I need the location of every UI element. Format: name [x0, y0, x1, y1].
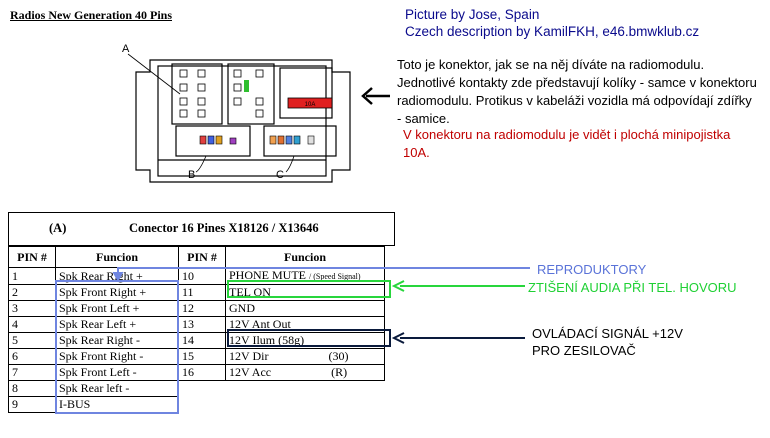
- amp-highlight-box: [227, 329, 391, 347]
- connector-diagram: 10A A B C: [122, 43, 351, 183]
- pin-cell: 16: [178, 364, 226, 381]
- label-ovladaci-line-2: PRO ZESILOVAČ: [532, 343, 636, 358]
- amp-arrow-icon: [391, 332, 405, 344]
- fn-cell: Spk Rear Right -: [55, 332, 179, 349]
- fn-cell: Spk Front Right -: [55, 348, 179, 365]
- mute-highlight-box: [227, 280, 391, 298]
- fn-cell: Spk Front Right +: [55, 284, 179, 301]
- fn-cell: 12V Dir (30): [225, 348, 385, 365]
- fuse-note: V konektoru na radiomodulu je vidět i pl…: [403, 127, 731, 160]
- label-reproduktory: REPRODUKTORY: [537, 262, 647, 277]
- table-row: 8 Spk Rear left -: [8, 380, 385, 397]
- table-row: 6 Spk Front Right - 15 12V Dir(30): [8, 348, 385, 365]
- connector-description: Toto je konektor, jak se na něj díváte n…: [397, 57, 757, 126]
- table-caption-letter: (A): [49, 221, 67, 235]
- table-row: 9 I-BUS: [8, 396, 385, 413]
- document-title: Radios New Generation 40 Pins: [10, 8, 172, 22]
- fn-text: TEL ON: [229, 285, 271, 299]
- fn-cell: Spk Front Left -: [55, 364, 179, 381]
- pointer-arrow-icon: [361, 87, 390, 105]
- credit-line-2: Czech description by KamilFKH, e46.bmwkl…: [405, 24, 700, 39]
- fn-text: GND: [229, 301, 255, 315]
- table-caption: (A) Conector 16 Pines X18126 / X13646: [8, 212, 395, 246]
- fn-cell: Spk Rear Left +: [55, 316, 179, 333]
- fn-cell: 12V Ilum (58g): [225, 332, 385, 349]
- fuse-label: 10A: [305, 102, 316, 108]
- fn-text: PHONE MUTE: [229, 268, 306, 282]
- fn-cell: 12V Acc (R): [225, 364, 385, 381]
- fn-text: 12V Dir: [229, 349, 269, 363]
- credits: Picture by Jose, Spain Czech description…: [405, 6, 699, 40]
- table-row: 7 Spk Front Left - 16 12V Acc(R): [8, 364, 385, 381]
- fn-text: 12V Acc: [229, 365, 272, 379]
- fn-cell: 12V Ant Out: [225, 316, 385, 333]
- speaker-highlight-box: [55, 280, 179, 414]
- label-b: B: [188, 169, 195, 181]
- table-row: 5 Spk Rear Right - 14 12V Ilum (58g): [8, 332, 385, 349]
- header-fn-right: Funcion: [225, 246, 385, 268]
- label-ovladaci-signal: OVLÁDACÍ SIGNÁL +12V PRO ZESILOVAČ: [532, 325, 683, 359]
- label-ztiseni-audia: ZTIŠENÍ AUDIA PŘI TEL. HOVORU: [528, 280, 737, 295]
- label-c: C: [276, 169, 284, 181]
- label-a: A: [122, 43, 130, 55]
- green-pin-marker: [244, 80, 249, 92]
- fn-text: 12V Ilum (58g): [229, 333, 305, 347]
- table-row: 4 Spk Rear Left + 13 12V Ant Out: [8, 316, 385, 333]
- fn-extra: (R): [331, 365, 348, 379]
- speaker-arrow-line: [117, 267, 530, 276]
- credit-line-1: Picture by Jose, Spain: [405, 7, 540, 22]
- fn-extra: (30): [328, 349, 349, 363]
- fn-extra: / (Speed Signal): [309, 272, 361, 281]
- fn-cell: Spk Rear left -: [55, 380, 179, 397]
- fn-text: 12V Ant Out: [229, 317, 291, 331]
- fuse-10a-marker: [287, 97, 333, 109]
- table-header-row: PIN # Funcion PIN # Funcion: [8, 246, 385, 268]
- label-ovladaci-line-1: OVLÁDACÍ SIGNÁL +12V: [532, 326, 683, 341]
- mute-arrow-icon: [391, 280, 405, 292]
- table-caption-text: Conector 16 Pines X18126 / X13646: [129, 221, 319, 235]
- speaker-arrow-icon: [112, 271, 124, 283]
